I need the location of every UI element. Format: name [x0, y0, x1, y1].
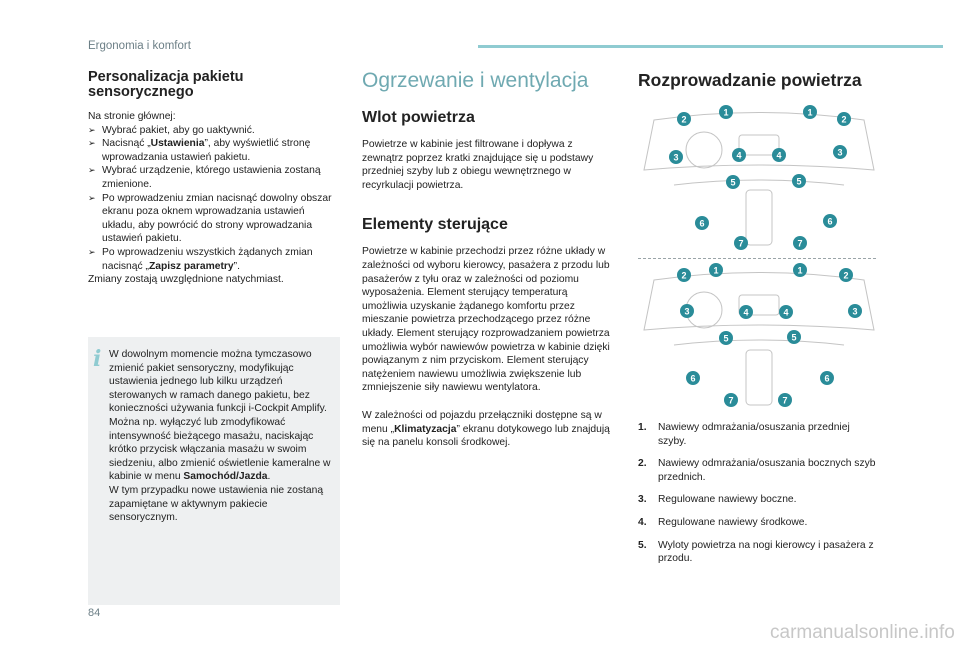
controls-menu-text: W zależności od pojazdu przełączniki dos…: [362, 409, 610, 449]
info-paragraph: Można np. wyłączyć lub zmodyfikować inte…: [109, 416, 331, 483]
air-intake-text: Powietrze w kabinie jest filtrowane i do…: [362, 139, 594, 191]
svg-text:5: 5: [796, 177, 801, 187]
step-text: Po wprowadzeniu wszystkich żądanych zmia…: [102, 246, 313, 272]
legend-item: 3.Regulowane nawiewy boczne.: [638, 494, 797, 506]
arrow-bullet-icon: ➢: [88, 138, 96, 149]
arrow-bullet-icon: ➢: [88, 165, 96, 176]
svg-text:2: 2: [841, 115, 846, 125]
svg-text:3: 3: [852, 307, 857, 317]
svg-text:7: 7: [782, 396, 787, 406]
section-title: Ogrzewanie i wentylacja: [362, 69, 589, 92]
svg-text:1: 1: [723, 108, 728, 118]
dashboard-diagram-2: 1 1 2 2 3 3 4 4 5 5 6 6 7 7: [643, 263, 875, 407]
info-box: i W dowolnym momencie można tymczasowo z…: [88, 337, 340, 605]
step-item: ➢ Po wprowadzeniu wszystkich żądanych zmi…: [88, 246, 340, 273]
page-number: 84: [88, 607, 101, 619]
step-text: Nacisnąć „: [102, 138, 151, 150]
svg-text:6: 6: [690, 374, 695, 384]
column-personalization: Personalizacja pakietu sensorycznego Na …: [88, 70, 340, 287]
step-text: Po wprowadzeniu zmian nacisnąć dowolny o…: [102, 192, 332, 245]
svg-text:6: 6: [824, 374, 829, 384]
personalization-title: Personalizacja pakietu sensorycznego: [88, 69, 244, 100]
svg-text:1: 1: [797, 266, 802, 276]
svg-text:6: 6: [699, 219, 704, 229]
legend-item: 4.Regulowane nawiewy środkowe.: [638, 516, 808, 528]
legend-item: 1.Nawiewy odmrażania/osuszania przedniej…: [638, 422, 850, 447]
arrow-bullet-icon: ➢: [88, 124, 96, 135]
arrow-bullet-icon: ➢: [88, 246, 96, 257]
svg-text:5: 5: [791, 333, 796, 343]
dashboard-diagram-1: 1 1 2 2 3 3 4 4 5 5 6 6 7 7: [643, 105, 875, 250]
step-text: ”, aby wyświetlić stronę wprowadzania us…: [102, 138, 311, 163]
svg-text:7: 7: [797, 239, 802, 249]
distribution-title: Rozprowadzanie powietrza: [638, 70, 862, 90]
step-text: ”.: [233, 260, 240, 272]
step-item: ➢ Wybrać pakiet, aby go uaktywnić.: [88, 124, 340, 138]
svg-text:4: 4: [743, 308, 748, 318]
step-item: ➢ Wybrać urządzenie, którego ustawienia z…: [88, 164, 340, 191]
step-bold: Zapisz parametry: [148, 260, 234, 272]
info-icon: i: [93, 346, 102, 372]
svg-text:4: 4: [736, 151, 741, 161]
svg-text:2: 2: [681, 115, 686, 125]
legend-item: 2.Nawiewy odmrażania/osuszania bocznych …: [638, 458, 876, 483]
column-distribution: Rozprowadzanie powietrza: [638, 70, 888, 90]
svg-text:5: 5: [730, 178, 735, 188]
svg-text:3: 3: [837, 148, 842, 158]
distribution-legend: 1.Nawiewy odmrażania/osuszania przedniej…: [638, 421, 878, 575]
info-paragraph: W tym przypadku nowe ustawienia nie zost…: [109, 484, 324, 524]
svg-text:2: 2: [681, 271, 686, 281]
column-heating: Ogrzewanie i wentylacja Wlot powietrza P…: [362, 70, 612, 450]
info-paragraph: W dowolnym momencie można tymczasowo zmi…: [109, 349, 327, 415]
legend-item: 5.Wyloty powietrza na nogi kierowcy i pa…: [638, 539, 874, 565]
info-text: W dowolnym momencie można tymczasowo zmi…: [109, 348, 331, 525]
svg-text:7: 7: [728, 396, 733, 406]
personalization-outro: Zmiany zostają uwzględnione natychmiast.: [88, 274, 284, 286]
svg-text:3: 3: [673, 153, 678, 163]
step-item: ➢ Nacisnąć „Ustawienia”, aby wyświetlić s…: [88, 137, 340, 164]
controls-text: Powietrze w kabinie przechodzi przez róż…: [362, 246, 610, 394]
step-bold: Ustawienia: [150, 138, 205, 150]
personalization-steps: ➢ Wybrać pakiet, aby go uaktywnić. ➢ Nacis…: [88, 124, 340, 274]
controls-heading: Elementy sterujące: [362, 216, 508, 234]
svg-text:2: 2: [843, 271, 848, 281]
svg-text:5: 5: [723, 334, 728, 344]
arrow-bullet-icon: ➢: [88, 192, 96, 203]
svg-text:1: 1: [713, 266, 718, 276]
svg-text:4: 4: [783, 308, 788, 318]
air-intake-heading: Wlot powietrza: [362, 109, 475, 126]
running-header: Ergonomia i komfort: [88, 40, 191, 52]
watermark: carmanualsonline.info: [770, 622, 955, 643]
step-item: ➢ Po wprowadzeniu zmian nacisnąć dowolny …: [88, 192, 340, 246]
svg-text:7: 7: [738, 239, 743, 249]
svg-text:6: 6: [827, 217, 832, 227]
step-text: Wybrać pakiet, aby go uaktywnić.: [102, 124, 255, 136]
svg-text:4: 4: [776, 151, 781, 161]
svg-text:3: 3: [684, 307, 689, 317]
svg-text:1: 1: [807, 108, 812, 118]
header-rule: [478, 45, 943, 48]
personalization-intro: Na stronie głównej:: [88, 111, 176, 122]
info-bold: Samochód/Jazda: [183, 471, 268, 483]
menu-bold: Klimatyzacja: [394, 423, 457, 435]
step-text: Wybrać urządzenie, którego ustawienia zo…: [102, 165, 321, 190]
diagram-separator: [638, 258, 876, 259]
